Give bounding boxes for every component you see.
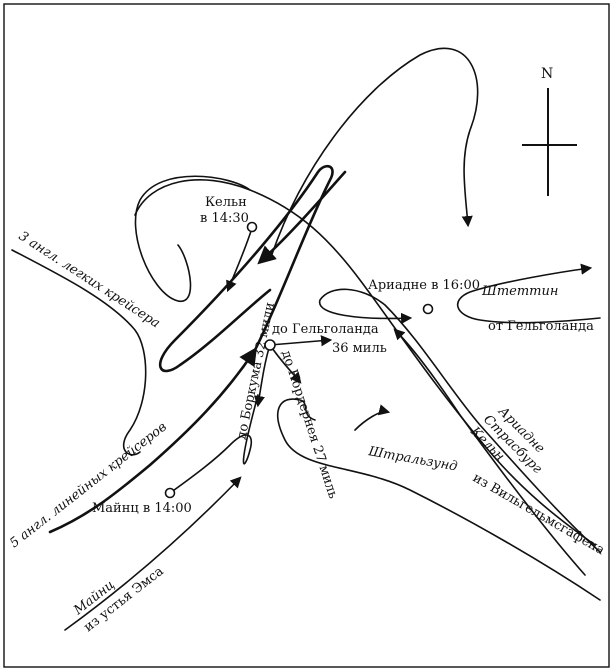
label-to-helgoland: до Гельголанда [272, 322, 379, 337]
track-koln-arrow [226, 227, 253, 293]
label-mainz-time: Майнц в 14:00 [92, 501, 192, 516]
track-strassburg [393, 328, 586, 576]
pin-center-point [264, 339, 276, 351]
label-from-wilhelmshaven: из Вильгельмсгафена [470, 470, 607, 558]
track-battlecruisers [48, 346, 258, 534]
pin-koln [246, 221, 258, 233]
label-light-cruisers: 3 англ. легких крейсера [16, 229, 163, 332]
map-frame [3, 3, 610, 668]
track-ariadne-east [319, 288, 601, 553]
label-to-norderney: до Нордернея 27 миль [278, 349, 340, 501]
pin-ariadne [422, 303, 434, 315]
track-big-loop [269, 47, 479, 261]
label-koln-time: Кельн в 14:30 [200, 195, 251, 226]
label-ariadne-time: Ариадне в 16:00 [368, 278, 480, 293]
track-west-loop [134, 175, 251, 303]
compass-north-label: N [541, 66, 553, 82]
pin-mainz [164, 487, 176, 499]
track-eastern-small [354, 404, 391, 431]
track-battlecruiser-loop [158, 164, 334, 373]
track-mainz-loop [169, 394, 259, 494]
track-battlecruiser-arrow [257, 170, 347, 265]
track-stralsund [276, 398, 601, 601]
track-koln-loop [134, 179, 596, 546]
label-stralsund: Штральзунд [366, 444, 458, 475]
label-from-helgoland: от Гельголанда [488, 319, 594, 334]
compass-rose [522, 88, 577, 196]
track-light-cruisers [11, 249, 147, 456]
arrow-to-helgoland [269, 335, 333, 347]
track-mainz-from-ems [64, 476, 242, 631]
label-stettin: Штеттин [481, 284, 558, 299]
label-battlecruisers: 5 англ. линейных крейсеров [7, 420, 170, 552]
track-stettin [456, 263, 601, 324]
label-helgoland-miles: 36 миль [332, 341, 387, 356]
